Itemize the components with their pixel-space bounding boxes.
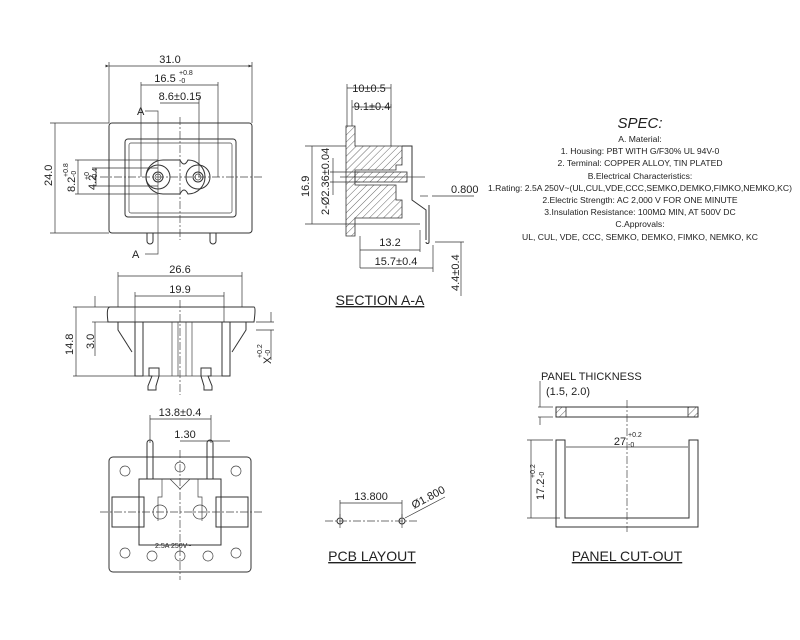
- side-view: 26.6 19.9 14.8 3.0 X +0.2 -0: [64, 264, 274, 395]
- pcb-pin-right: [209, 233, 217, 245]
- dim-flange: 3.0: [85, 334, 97, 349]
- dim-width: 31.0: [159, 54, 180, 66]
- svg-text:-0: -0: [71, 171, 78, 177]
- flange: [106, 306, 256, 323]
- dim-section-d7: 15.7±0.4: [375, 256, 418, 268]
- spec-line: 1. Housing: PBT WITH G/F30% UL 94V-0: [560, 146, 720, 157]
- svg-text:+0.2: +0.2: [628, 432, 642, 439]
- dim-bottom-spacing: 13.8±0.4: [159, 407, 202, 419]
- spec-line: 1.Rating: 2.5A 250V~(UL,CUL,VDE,CCC,SEMK…: [488, 182, 792, 193]
- svg-text:-0: -0: [539, 472, 546, 478]
- spec-line: 3.Insulation Resistance: 100MΩ MIN, AT 5…: [544, 207, 736, 218]
- spec-line: 2.Electric Strength: AC 2,000 V FOR ONE …: [542, 195, 738, 206]
- dim-inner-width: 16.5: [154, 73, 175, 85]
- dim-panel-height: 17.2: [535, 479, 547, 500]
- spec-line: B.Electrical Characteristics:: [587, 170, 693, 181]
- dim-section-d3: 16.9: [300, 176, 312, 197]
- recess-inner: [128, 142, 233, 214]
- dim-x: X: [262, 356, 274, 364]
- section-line: [145, 110, 159, 255]
- dim-section-d5: 0.800: [451, 184, 479, 196]
- svg-text:-0: -0: [265, 350, 272, 356]
- section-a-a: 10±0.5 9.1±0.4 16.9 2-Ø2.36±0.04 0.800 1…: [300, 83, 479, 308]
- panel-title: PANEL CUT-OUT: [572, 548, 683, 564]
- svg-text:+0.2: +0.2: [257, 344, 264, 358]
- dim-section-d8: 4.4±0.4: [450, 254, 462, 291]
- dim-pin-width: 1.30: [174, 429, 195, 441]
- dim-pin-dia: 4.2: [87, 175, 99, 190]
- cutout-outline: [555, 439, 699, 528]
- svg-text:+0.8: +0.8: [179, 70, 193, 77]
- spec-line: A. Material:: [618, 134, 662, 144]
- terminal-left: [147, 367, 160, 391]
- panel-thickness-label: PANEL THICKNESS: [541, 371, 642, 383]
- bottom-pin-left: [146, 439, 154, 479]
- dim-section-d6: 13.2: [379, 237, 400, 249]
- dim-side-inner: 19.9: [169, 284, 190, 296]
- spec-title: SPEC:: [617, 115, 663, 132]
- dim-panel-width: 27: [614, 436, 626, 448]
- dim-pcb-hole: Ø1.800: [410, 484, 448, 512]
- spec-block: SPEC: A. Material: 1. Housing: PBT WITH …: [480, 115, 800, 243]
- dim-side-height: 14.8: [64, 334, 76, 355]
- dim-pcb-spacing: 13.800: [354, 491, 388, 503]
- svg-text:-0.4: -0.4: [92, 168, 99, 180]
- pcb-title: PCB LAYOUT: [328, 548, 416, 564]
- panel-thickness-value: (1.5, 2.0): [546, 386, 590, 398]
- svg-text:+0.8: +0.8: [63, 163, 70, 177]
- dim-pin-spacing: 8.6±0.15: [159, 91, 202, 103]
- spec-line: C.Approvals:: [615, 219, 665, 230]
- section-marker-top: A: [137, 106, 145, 118]
- dim-section-d2: 9.1±0.4: [354, 101, 391, 113]
- svg-text:-0: -0: [628, 442, 634, 449]
- section-marker-bottom: A: [132, 249, 140, 261]
- front-view: 31.0 16.5 +0.8 -0 8.6±0.15 A A 24.0 8.2 …: [43, 54, 262, 261]
- pcb-layout: 13.800 Ø1.800 PCB LAYOUT: [325, 484, 447, 564]
- section-title: SECTION A-A: [336, 292, 425, 308]
- spec-line: UL, CUL, VDE, CCC, SEMKO, DEMKO, FIMKO, …: [522, 231, 758, 242]
- dim-height: 24.0: [43, 165, 55, 186]
- housing-outline: [108, 122, 253, 234]
- panel-cutout: PANEL THICKNESS (1.5, 2.0) 27 +0.2 -0 17…: [527, 371, 699, 564]
- spec-line: 2. Terminal: COPPER ALLOY, TIN PLATED: [557, 158, 723, 169]
- bottom-pin-right: [206, 439, 214, 479]
- recess-outer: [124, 138, 237, 218]
- pcb-pin-left: [146, 233, 154, 245]
- terminal-right: [200, 367, 213, 391]
- svg-text:+0.2: +0.2: [530, 464, 537, 478]
- dim-socket-height: 8.2: [66, 177, 78, 192]
- terminal-rivet-right: [192, 504, 208, 520]
- svg-text:-0: -0: [179, 78, 185, 85]
- dim-section-d1: 10±0.5: [352, 83, 386, 95]
- svg-text:+0: +0: [84, 172, 91, 180]
- bottom-view: 2.5A 250V~ 13.8±0.4 1.30: [100, 407, 262, 580]
- marking-text: 2.5A 250V~: [155, 543, 191, 550]
- dim-section-d4: 2-Ø2.36±0.04: [320, 148, 332, 215]
- dim-side-width: 26.6: [169, 264, 190, 276]
